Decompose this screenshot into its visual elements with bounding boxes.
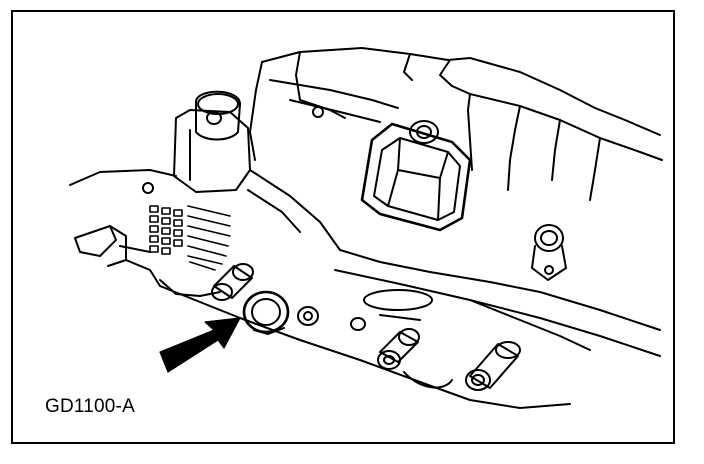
figure-frame <box>11 10 675 444</box>
mounting-pad <box>360 122 472 232</box>
vent-cap <box>173 90 251 193</box>
callout-arrow <box>159 317 241 373</box>
case-lower-flange <box>159 249 661 409</box>
case-boss-upper <box>409 120 567 281</box>
case-plug-target <box>242 290 290 335</box>
case-upper-housing <box>249 47 663 201</box>
connector-ribs <box>149 205 231 271</box>
case-left-side <box>69 169 341 293</box>
figure-caption: GD1100-A <box>45 396 135 417</box>
case-plug-bosses <box>211 263 521 391</box>
